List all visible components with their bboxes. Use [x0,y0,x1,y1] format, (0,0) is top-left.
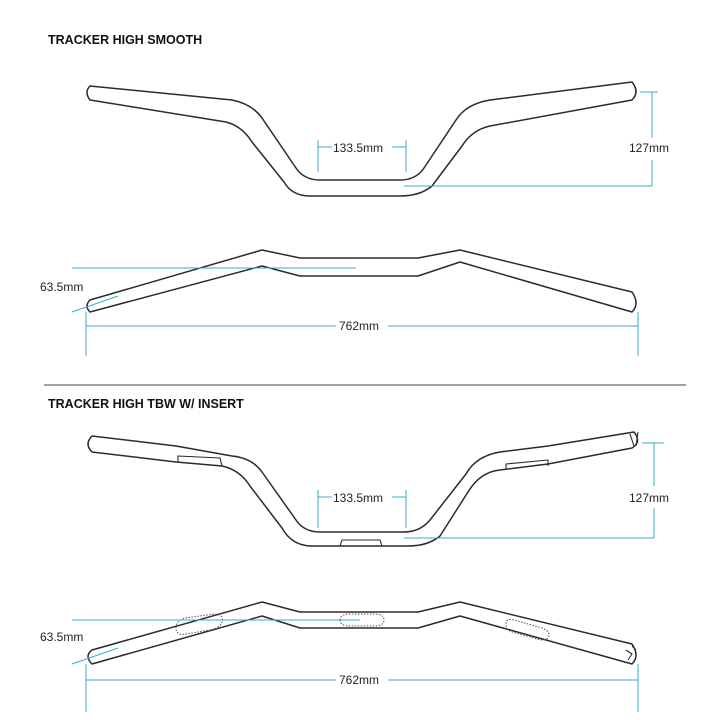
dim-pullback-lines-tbw [71,619,360,665]
dim-width-lines [85,312,639,356]
dim-width-label-tbw: 762mm [339,673,379,687]
section-title-smooth: TRACKER HIGH SMOOTH [48,33,202,47]
dim-rise-centre-label: 133.5mm [333,141,383,155]
insert-slot-right [505,619,550,641]
dim-height-label-tbw: 127mm [629,491,669,505]
handlebar-front-outline [86,81,637,197]
top-view-smooth: 63.5mm 762mm [40,249,639,356]
insert-cutout-left [177,455,223,467]
front-view-smooth: 133.5mm 127mm [86,81,669,197]
insert-slot-left [175,613,223,635]
dim-width-label: 762mm [339,319,379,333]
dim-width-lines-tbw [85,664,639,712]
dim-rise-centre-lines-tbw [317,490,407,528]
top-view-tbw: 63.5mm 762mm [40,601,639,712]
dim-height-lines-tbw [404,442,664,539]
insert-cutout-right [505,459,549,470]
dim-rise-centre-lines [317,140,407,172]
bar-end-plug-top [625,645,637,661]
dim-pullback-lines [71,267,356,313]
dim-pullback-label-tbw: 63.5mm [40,630,83,644]
dim-rise-centre-label-tbw: 133.5mm [333,491,383,505]
dim-height-label: 127mm [629,141,669,155]
dim-pullback-label: 63.5mm [40,280,83,294]
front-view-tbw: 133.5mm 127mm [87,431,669,547]
dim-height-lines [404,91,658,187]
bar-end-plug-front [629,431,639,447]
handlebar-top-outline-tbw [87,601,637,665]
insert-cutout-centre [339,539,383,547]
section-title-tbw-insert: TRACKER HIGH TBW W/ INSERT [48,397,244,411]
handlebar-front-outline-tbw [87,431,639,547]
handlebar-top-outline [86,249,637,313]
